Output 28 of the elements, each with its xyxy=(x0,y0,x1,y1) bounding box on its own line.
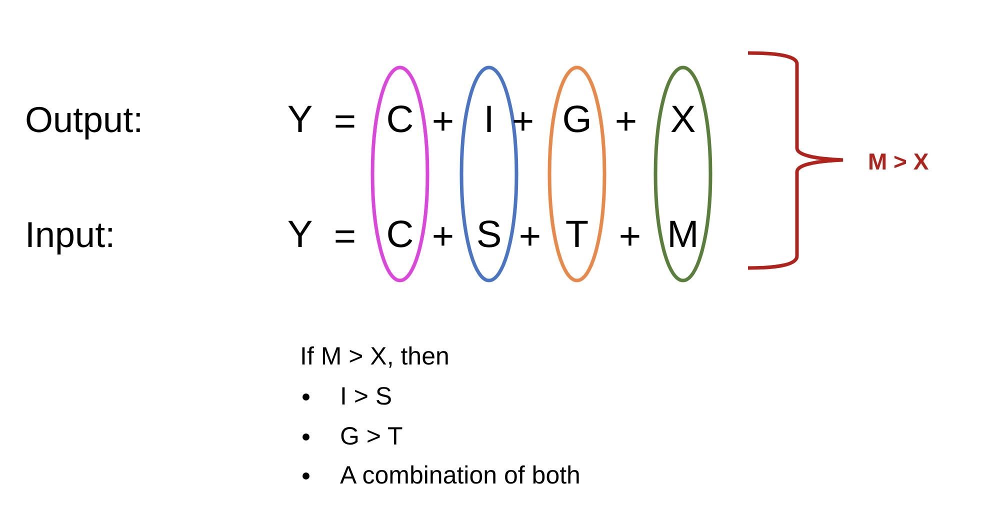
plus-sign: + xyxy=(432,218,454,256)
row-label: Output: xyxy=(25,102,144,138)
variable-letter: T xyxy=(564,216,590,254)
variable-letter: I xyxy=(482,101,496,139)
equation-symbol: = xyxy=(334,218,356,256)
variable-letter: C xyxy=(385,216,415,254)
list-item: A combination of both xyxy=(340,464,580,488)
row-label: Input: xyxy=(25,217,116,253)
equation-symbol: Y xyxy=(287,216,313,254)
equation-symbol: = xyxy=(334,103,356,141)
equation-symbol: Y xyxy=(287,101,313,139)
variable-letter: G xyxy=(561,101,593,139)
list-item: I > S xyxy=(340,384,392,410)
list-item: G > T xyxy=(340,424,403,450)
grouping-ellipse xyxy=(371,66,429,282)
plus-sign: + xyxy=(432,103,454,141)
plus-sign: + xyxy=(518,218,542,256)
grouping-ellipse xyxy=(654,66,712,282)
brace-label: M > X xyxy=(868,150,929,174)
variable-letter: M xyxy=(666,216,700,254)
grouping-ellipse xyxy=(548,66,606,282)
condition-text: If M > X, then xyxy=(300,344,450,370)
variable-letter: C xyxy=(385,101,415,139)
plus-sign: + xyxy=(512,103,534,141)
variable-letter: S xyxy=(475,216,503,254)
plus-sign: + xyxy=(618,218,642,256)
variable-letter: X xyxy=(669,101,697,139)
plus-sign: + xyxy=(614,103,638,141)
